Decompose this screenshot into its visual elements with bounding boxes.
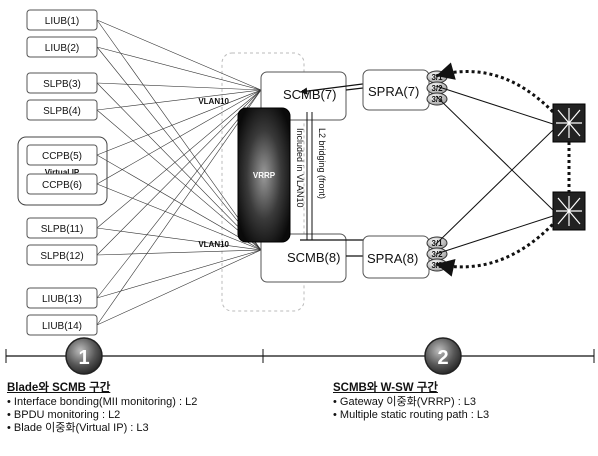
- blade-label: SLPB(11): [41, 224, 84, 235]
- connection-line: [97, 90, 261, 184]
- port-label: 3/1: [431, 239, 443, 248]
- section-2-title: SCMB와 W-SW 구간: [333, 382, 593, 395]
- wsw-switch-top: [553, 104, 585, 142]
- vlan-label-bottom: VLAN10: [198, 240, 229, 249]
- bridging-label-1: Included in VLAN10: [295, 128, 305, 208]
- blade-label: SLPB(12): [40, 251, 83, 262]
- port-label: 3/2: [431, 250, 443, 259]
- section-1-item: Interface bonding(MII monitoring) : L2: [7, 396, 267, 409]
- spra-top-label: SPRA(7): [368, 84, 419, 99]
- spra-bottom-label: SPRA(8): [367, 251, 418, 266]
- wsw-links: [436, 72, 569, 267]
- section-scmb-wsw: SCMB와 W-SW 구간 Gateway 이중화(VRRP) : L3 Mul…: [333, 382, 593, 422]
- blade-label: LIUB(2): [45, 43, 79, 54]
- connection-line: [97, 110, 261, 250]
- blade-label: LIUB(1): [45, 16, 79, 27]
- section-1-item: BPDU monitoring : L2: [7, 409, 267, 422]
- connection-line: [97, 47, 261, 90]
- vlan-label-top: VLAN10: [198, 97, 229, 106]
- connection-line: [97, 228, 261, 250]
- port-label: 3/3: [431, 95, 443, 104]
- vrrp-block: VRRP: [238, 108, 290, 242]
- blade-label: CCPB(5): [42, 151, 82, 162]
- svg-text:1: 1: [78, 347, 89, 369]
- vrrp-label: VRRP: [253, 171, 276, 180]
- connection-line: [97, 90, 261, 255]
- connection-line: [97, 47, 261, 250]
- port-label: 3/2: [431, 84, 443, 93]
- section-blade-scmb: Blade와 SCMB 구간 Interface bonding(MII mon…: [7, 382, 267, 435]
- section-2-item: Multiple static routing path : L3: [333, 409, 593, 422]
- connection-line: [97, 20, 261, 250]
- connection-line: [97, 250, 261, 298]
- connection-lines: [97, 20, 261, 325]
- connection-line: [97, 83, 261, 250]
- spra-ports: 3/13/23/33/13/23/3: [427, 71, 447, 271]
- scmb-top-label: SCMB(7): [283, 87, 336, 102]
- l2-bridging-link: Included in VLAN10 L2 bridging (front): [295, 112, 327, 240]
- connection-line: [97, 250, 261, 255]
- blade-label: LIUB(13): [42, 294, 82, 305]
- section-2-item: Gateway 이중화(VRRP) : L3: [333, 396, 593, 409]
- blade-label: CCPB(6): [42, 180, 82, 191]
- blade-label: SLPB(4): [43, 106, 81, 117]
- section-1-item: Blade 이중화(Virtual IP) : L3: [7, 422, 267, 435]
- connection-line: [97, 155, 261, 250]
- connection-line: [97, 250, 261, 325]
- badge-two: 2: [425, 338, 461, 374]
- blade-label: LIUB(14): [42, 321, 82, 332]
- badge-one: 1: [66, 338, 102, 374]
- section-1-title: Blade와 SCMB 구간: [7, 382, 267, 395]
- connection-line: [97, 83, 261, 90]
- wsw-switch-bottom: [553, 192, 585, 230]
- svg-text:2: 2: [437, 347, 448, 369]
- bridging-label-2: L2 bridging (front): [317, 128, 327, 199]
- scmb-bottom-label: SCMB(8): [287, 250, 340, 265]
- blade-label: SLPB(3): [43, 79, 81, 90]
